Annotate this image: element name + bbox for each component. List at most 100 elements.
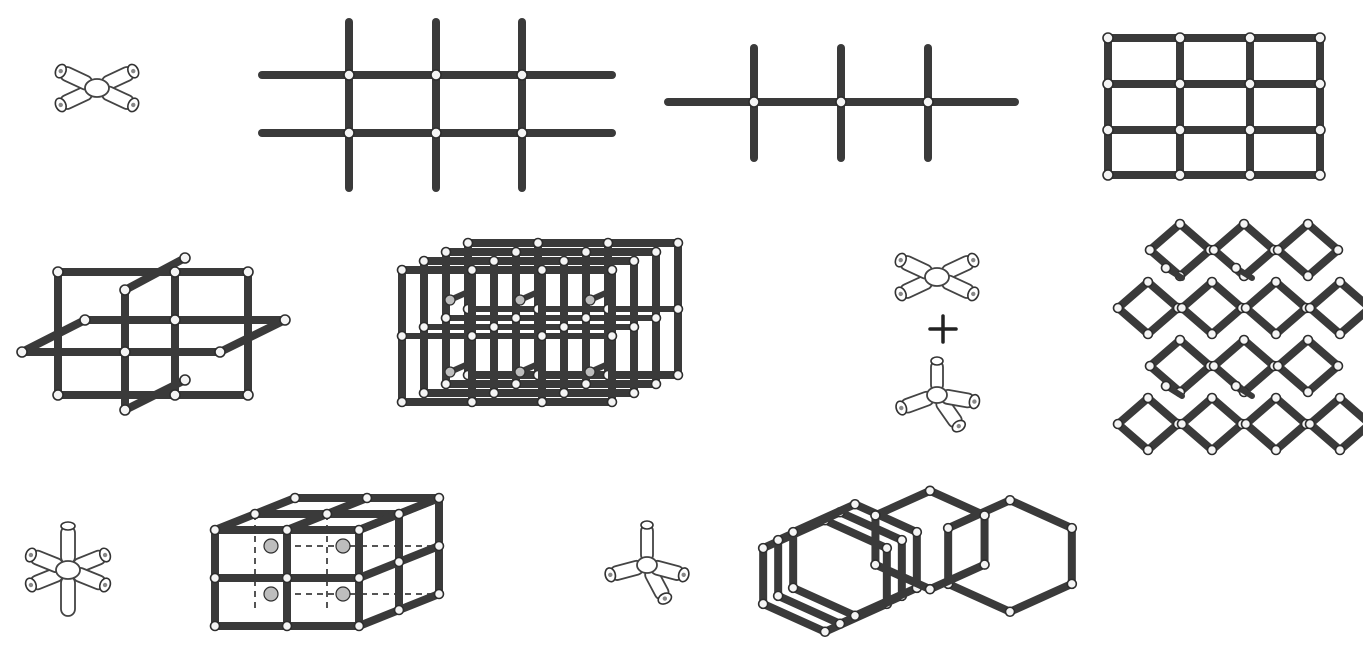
rod [1244, 366, 1274, 392]
node [363, 494, 372, 503]
plus-sign-icon [930, 316, 956, 342]
node [398, 266, 407, 275]
node [1210, 362, 1219, 371]
node [1208, 278, 1217, 287]
rod [1244, 224, 1274, 250]
rod [1278, 340, 1308, 366]
node [652, 380, 661, 389]
rod [1246, 308, 1276, 334]
rod [1182, 424, 1212, 450]
node [442, 314, 451, 323]
node [211, 574, 220, 583]
node [1242, 304, 1251, 313]
node [1272, 278, 1281, 287]
node [926, 486, 935, 495]
node [980, 511, 989, 520]
node [608, 332, 617, 341]
stacked-layers-icon [398, 239, 683, 407]
rod [1214, 224, 1244, 250]
rod [1180, 250, 1210, 276]
node [1315, 33, 1325, 43]
node [1232, 382, 1241, 391]
node [435, 590, 444, 599]
node [1175, 170, 1185, 180]
node [395, 558, 404, 567]
node [630, 323, 639, 332]
rod [1182, 282, 1212, 308]
square-grid-icon [262, 22, 612, 188]
node [1144, 394, 1153, 403]
node [1067, 579, 1076, 588]
node [582, 314, 591, 323]
node [1315, 79, 1325, 89]
node [1103, 33, 1113, 43]
node [871, 511, 880, 520]
node [515, 367, 525, 377]
diamondoid-network-icon [1114, 220, 1363, 455]
node [871, 560, 880, 569]
node [630, 389, 639, 398]
node [1304, 272, 1313, 281]
node [442, 380, 451, 389]
node [897, 536, 906, 545]
node [674, 239, 683, 248]
node [490, 257, 499, 266]
node [821, 627, 830, 636]
node [1245, 33, 1255, 43]
node [355, 574, 364, 583]
node [435, 542, 444, 551]
rod [1276, 398, 1306, 424]
node [1240, 220, 1249, 229]
rod [1212, 308, 1242, 334]
node [1006, 607, 1015, 616]
node [1144, 278, 1153, 287]
node [585, 295, 595, 305]
rod [1244, 250, 1274, 276]
rod [1118, 424, 1148, 450]
node [1274, 362, 1283, 371]
rod [1276, 424, 1306, 450]
node [1336, 330, 1345, 339]
node [1334, 246, 1343, 255]
node [1274, 246, 1283, 255]
node [1067, 524, 1076, 533]
node [512, 248, 521, 257]
node [1103, 125, 1113, 135]
linear-connector-icon [893, 252, 980, 303]
node [774, 591, 783, 600]
node [1315, 125, 1325, 135]
node [1245, 79, 1255, 89]
node [1242, 420, 1251, 429]
rod [1180, 340, 1210, 366]
rod [1276, 282, 1306, 308]
node [1315, 170, 1325, 180]
node [420, 323, 429, 332]
tripodal-connector-icon [604, 521, 691, 606]
node [468, 398, 477, 407]
node [490, 389, 499, 398]
node [515, 295, 525, 305]
node [336, 539, 350, 553]
rod [1214, 340, 1244, 366]
rod [1310, 424, 1340, 450]
node [759, 544, 768, 553]
node [211, 526, 220, 535]
node [468, 266, 477, 275]
rod [1276, 308, 1306, 334]
cubic-framework-icon [211, 494, 444, 631]
node [355, 622, 364, 631]
node [490, 323, 499, 332]
node [1272, 446, 1281, 455]
node [442, 248, 451, 257]
node [1176, 220, 1185, 229]
rod [1180, 366, 1210, 392]
node [512, 314, 521, 323]
node [538, 398, 547, 407]
rod [793, 588, 855, 616]
node [1334, 362, 1343, 371]
node [1245, 125, 1255, 135]
node [1175, 125, 1185, 135]
node [538, 332, 547, 341]
node [585, 367, 595, 377]
square-net-icon [1103, 33, 1325, 180]
